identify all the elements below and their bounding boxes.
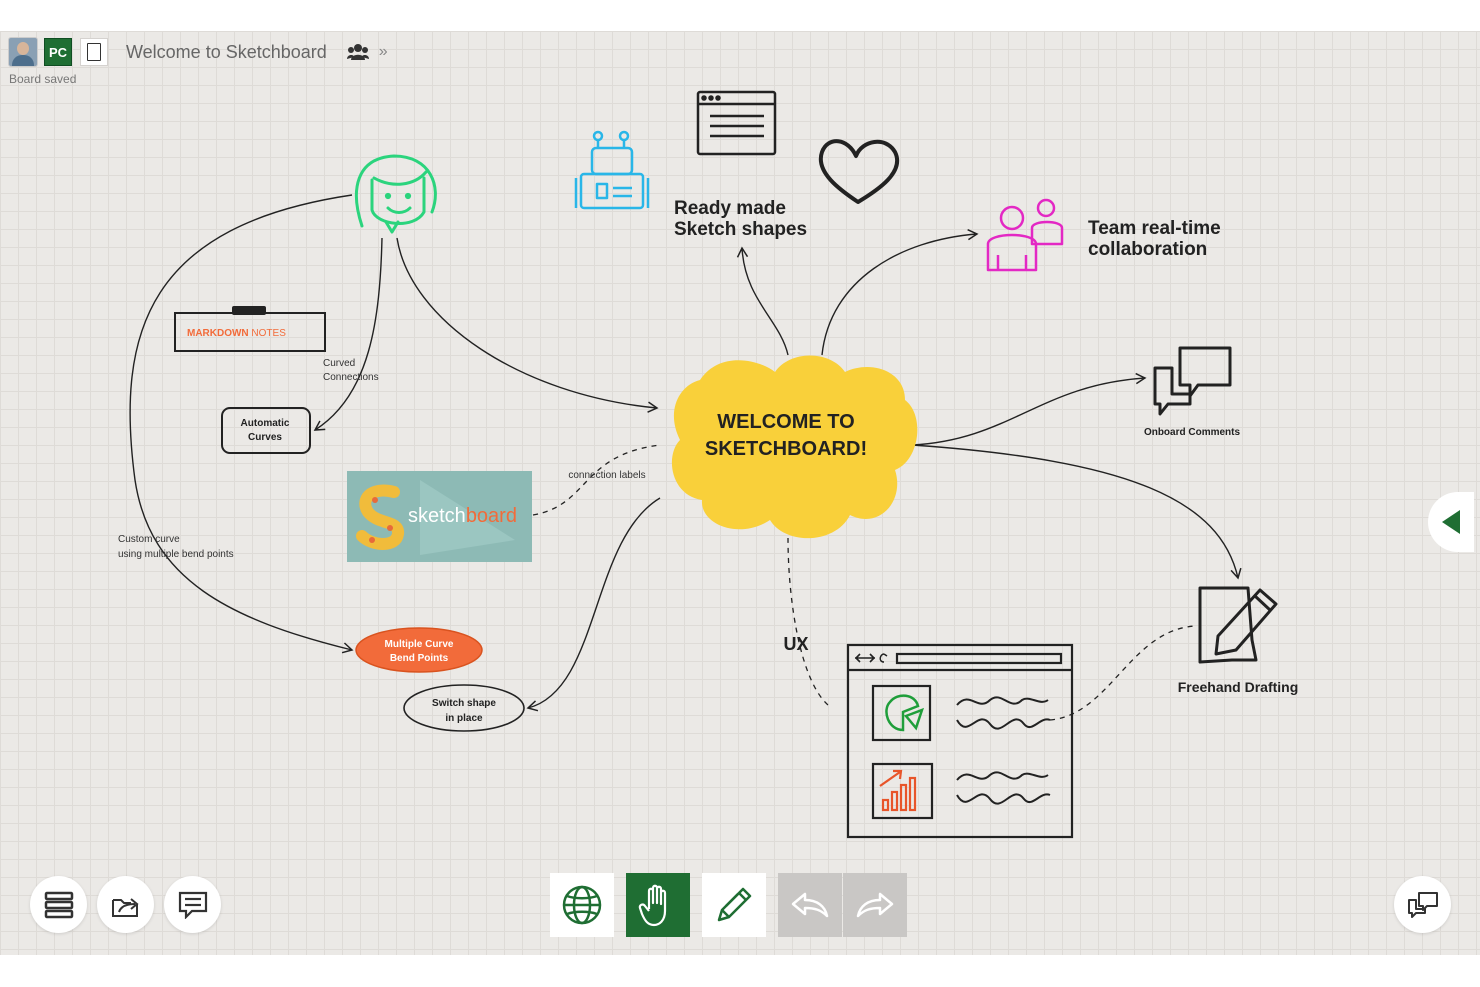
side-panel-toggle[interactable] [1428,492,1474,552]
connector-center-to-shapes [736,246,789,356]
user-avatar[interactable] [8,37,38,67]
team-label-line2: collaboration [1088,239,1207,260]
connector-center-to-freehand [911,444,1242,580]
pencil-icon [717,887,752,922]
team-label-line1: Team real-time [1088,218,1221,239]
automatic-curves-shape [221,407,311,454]
multiple-curve-shape [355,627,483,673]
ux-wireframe-shape [846,643,1074,839]
pencil-tool-button[interactable] [702,873,766,937]
custom-curve-line2: using multiple bend points [118,549,234,560]
curved-connections-line2: Connections [323,372,379,383]
ux-label: UX [783,634,808,654]
diagram-svg: WELCOME TO SKETCHBOARD! Ready made Sketc… [118,90,1299,839]
document-icon [696,90,777,156]
menu-button[interactable] [30,876,87,933]
robot-icon [574,130,650,210]
connection-labels-label: connection labels [568,470,645,481]
freehand-drafting-label: Freehand Drafting [1178,679,1299,695]
connector-person-to-multiple-curve [129,194,354,654]
undo-icon [791,892,829,918]
multiple-curve-line2: Bend Points [390,653,449,664]
board-canvas[interactable]: WELCOME TO SKETCHBOARD! Ready made Sketc… [0,31,1480,955]
board-header: PC Welcome to Sketchboard » [8,37,388,67]
collapse-left-arrow-icon [1442,510,1460,534]
connector-person-to-center [396,237,659,413]
switch-shape-line2: in place [445,713,483,724]
person-icon [354,154,437,234]
pie-chart-icon [885,694,925,732]
central-title-line2: SKETCHBOARD! [705,438,867,460]
redo-icon [856,892,894,918]
comments-icon [1407,891,1438,918]
connector-center-to-switch-shape [526,497,661,712]
user-initials-badge[interactable]: PC [44,38,72,66]
page-icon [87,43,101,61]
bar-chart-icon [879,769,917,812]
page-icon-button[interactable] [80,38,108,66]
connector-center-to-comments [911,372,1147,446]
freehand-paper-icon [1198,586,1278,664]
central-title-line1: WELCOME TO [717,411,854,433]
logo-text: sketchboard [408,505,517,527]
markdown-notes-label: MARKDOWN NOTES [187,328,286,339]
team-icon [986,198,1064,272]
undo-button[interactable] [778,873,842,937]
redo-button[interactable] [843,873,907,937]
onboard-comments-icon [1153,346,1232,416]
markdown-notes-shape [174,306,326,352]
dashed-connectors [532,444,1196,721]
switch-shape-line1: Switch shape [432,698,496,709]
hand-tool-button[interactable] [626,873,690,937]
dashed-connector-ux [787,537,829,706]
export-icon [111,897,139,917]
dashed-connector-wireframe [1049,625,1196,721]
users-icon[interactable] [346,43,369,61]
switch-shape-shape [403,684,525,732]
ready-made-label-line2: Sketch shapes [674,219,807,240]
dashed-connector-logo [532,444,661,516]
expand-chevron-icon[interactable]: » [378,43,388,60]
chat-icon [178,891,207,919]
comments-button[interactable] [1394,876,1451,933]
automatic-curves-line2: Curves [248,432,282,443]
curved-connections-line1: Curved [323,358,355,369]
connector-lines [129,194,1242,712]
onboard-comments-label: Onboard Comments [1144,427,1241,438]
custom-curve-line1: Custom curve [118,534,180,545]
globe-tool-button[interactable] [550,873,614,937]
multiple-curve-line1: Multiple Curve [385,639,454,650]
hand-icon [638,884,667,927]
automatic-curves-line1: Automatic [241,418,290,429]
chat-button[interactable] [164,876,221,933]
sketchboard-logo-image [347,471,532,562]
save-status: Board saved [9,72,77,86]
menu-icon [44,891,73,918]
export-button[interactable] [97,876,154,933]
heart-icon [818,139,900,204]
connector-center-to-team [821,229,979,356]
connector-person-to-automatic-curves [313,237,383,431]
central-cloud-shape [671,355,918,539]
ready-made-label-line1: Ready made [674,198,786,219]
board-title[interactable]: Welcome to Sketchboard [126,41,327,62]
globe-icon [562,885,602,925]
